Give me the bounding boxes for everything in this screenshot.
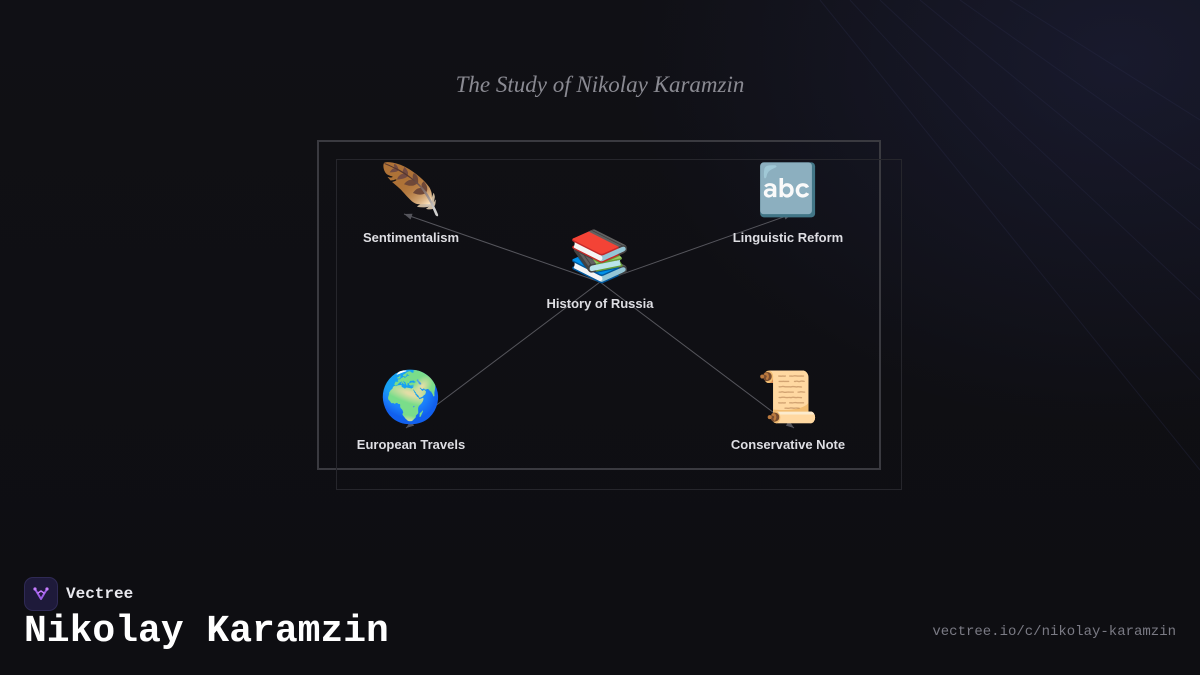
diagram-title: The Study of Nikolay Karamzin	[455, 72, 745, 97]
page-title: Nikolay Karamzin	[24, 610, 389, 653]
books-icon: 📚	[568, 228, 632, 284]
vectree-logo-icon	[24, 577, 58, 611]
node-conservative-note[interactable]: 📜 Conservative Note	[688, 369, 888, 452]
diagram-frame	[317, 140, 881, 470]
scroll-icon: 📜	[756, 369, 820, 425]
node-european-travels[interactable]: 🌍 European Travels	[311, 369, 511, 452]
diagram-frame-shadow	[336, 159, 902, 490]
globe-icon: 🌍	[379, 369, 443, 425]
node-label: History of Russia	[546, 296, 654, 311]
feather-icon: 🪶	[379, 162, 443, 218]
node-label: Conservative Note	[730, 437, 846, 452]
node-sentimentalism[interactable]: 🪶 Sentimentalism	[311, 162, 511, 245]
brand-name: Vectree	[66, 585, 134, 603]
node-label: Linguistic Reform	[732, 230, 844, 245]
brand[interactable]: Vectree	[24, 577, 133, 611]
abc-icon: 🔤	[756, 162, 820, 218]
node-linguistic-reform[interactable]: 🔤 Linguistic Reform	[688, 162, 888, 245]
node-label: European Travels	[356, 437, 466, 452]
node-label: Sentimentalism	[362, 230, 460, 245]
node-history-of-russia[interactable]: 📚 History of Russia	[500, 228, 700, 311]
page-url[interactable]: vectree.io/c/nikolay-karamzin	[932, 624, 1176, 640]
